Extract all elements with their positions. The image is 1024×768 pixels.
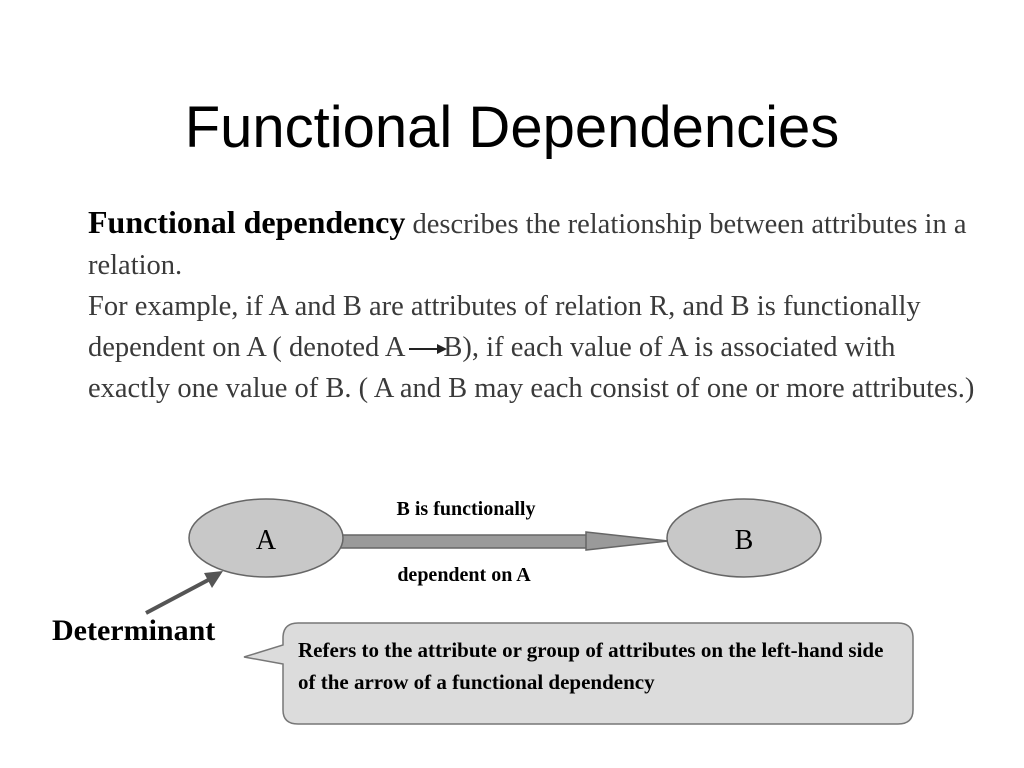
definition-paragraph: Functional dependency describes the rela… [88, 202, 978, 286]
callout-box [243, 622, 914, 725]
node-a-label: A [256, 525, 277, 556]
example-paragraph: For example, if A and B are attributes o… [88, 286, 978, 409]
determinant-pointer-arrow [145, 571, 223, 615]
node-a-ellipse [188, 498, 344, 578]
example-text-before-arrow: For example, if A and B are attributes o… [88, 291, 921, 363]
edge-label-top: B is functionally [397, 498, 536, 520]
dependency-arrow [339, 531, 669, 551]
node-b-ellipse [666, 498, 822, 578]
slide-title: Functional Dependencies [184, 95, 840, 160]
term-heading: Functional dependency [88, 204, 406, 240]
example-text-after-arrow: B), if each value of A is associated wit… [88, 332, 975, 404]
edge-label-bottom: dependent on A [397, 564, 531, 586]
determinant-label: Determinant [52, 614, 216, 647]
right-arrow-icon [409, 344, 448, 355]
callout-text: Refers to the attribute or group of attr… [298, 638, 884, 694]
definition-text: describes the relationship between attri… [88, 209, 967, 281]
node-b-label: B [735, 525, 754, 556]
body-text: Functional dependency describes the rela… [88, 202, 978, 409]
